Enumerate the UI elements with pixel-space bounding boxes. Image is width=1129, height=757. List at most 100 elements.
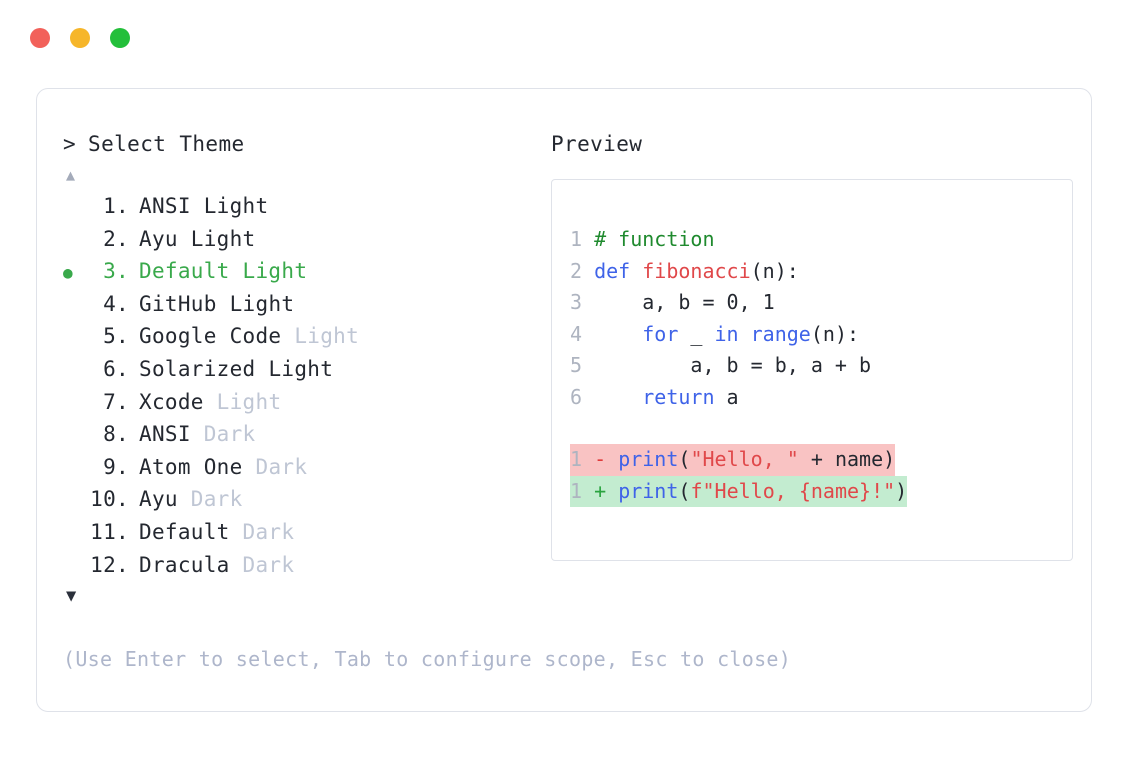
theme-list-item[interactable]: ● 9. Atom One Dark xyxy=(63,452,533,485)
theme-list-item[interactable]: ● 8. ANSI Dark xyxy=(63,419,533,452)
scroll-up-arrow-icon[interactable]: ▲ xyxy=(66,166,76,184)
theme-list-item[interactable]: ●10.Ayu Dark xyxy=(63,484,533,517)
code-token: for xyxy=(642,321,679,346)
theme-item-variant: Light xyxy=(190,226,256,251)
theme-item-variant: Light xyxy=(268,356,334,381)
code-line: 4 for _ in range(n): xyxy=(570,319,1072,351)
code-token: # function xyxy=(594,227,715,251)
diff-minus-marker-icon: - xyxy=(594,447,619,471)
theme-item-variant: Light xyxy=(216,389,282,414)
code-line: 6 return a xyxy=(570,382,1072,414)
code-line: 1 # function xyxy=(570,224,1072,256)
diff-line-number: 1 xyxy=(570,447,595,471)
theme-list-item[interactable]: ● 5. Google Code Light xyxy=(63,321,533,354)
theme-item-name: Solarized xyxy=(139,356,269,381)
code-token: f"Hello, {name}!" xyxy=(690,478,896,503)
code-token: in xyxy=(714,321,751,346)
maximize-window-button[interactable] xyxy=(110,28,130,48)
code-token: "Hello, " xyxy=(690,447,799,471)
code-line: 5 a, b = b, a + b xyxy=(570,350,1072,382)
code-token xyxy=(594,385,642,409)
code-line-number: 1 xyxy=(570,227,595,251)
code-token: _ xyxy=(678,321,715,346)
theme-list-item[interactable]: ●7.Xcode Light xyxy=(63,387,533,420)
preview-heading: Preview xyxy=(551,132,643,156)
theme-list-item[interactable]: ●6.Solarized Light xyxy=(63,354,533,387)
code-token: ) xyxy=(895,478,908,503)
diff-sample: 1 - print("Hello, " + name)1 + print(f"H… xyxy=(570,444,1072,507)
theme-item-index: 3. xyxy=(103,259,129,284)
close-window-button[interactable] xyxy=(30,28,50,48)
code-token: (n): xyxy=(810,321,860,346)
theme-item-index: 10. xyxy=(90,487,129,512)
diff-removed-line: 1 - print("Hello, " + name) xyxy=(570,444,896,476)
theme-item-index: 7. xyxy=(103,389,129,414)
code-token: fibonacci xyxy=(642,258,751,283)
theme-list-item[interactable]: ●11.Default Dark xyxy=(63,517,533,550)
scroll-down-arrow-icon[interactable]: ▼ xyxy=(66,586,77,607)
theme-item-variant: Light xyxy=(294,324,360,349)
theme-item-name: Google Code xyxy=(139,324,295,349)
selected-bullet-icon: ● xyxy=(63,420,85,452)
selected-bullet-icon: ● xyxy=(63,518,85,550)
selected-bullet-icon: ● xyxy=(63,453,85,485)
diff-line-number: 1 xyxy=(570,478,595,503)
theme-item-index: 11. xyxy=(90,519,129,544)
theme-list: ●1.ANSI Light●2.Ayu Light●3.Default Ligh… xyxy=(63,191,533,582)
theme-item-name: Ayu xyxy=(139,487,191,512)
code-token: def xyxy=(594,258,643,283)
window-titlebar xyxy=(30,28,130,48)
theme-selector-card: > Select Theme ▲ ●1.ANSI Light●2.Ayu Lig… xyxy=(36,88,1092,712)
theme-item-variant: Dark xyxy=(255,454,308,479)
theme-item-index: 4. xyxy=(103,291,129,316)
theme-item-variant: Light xyxy=(242,259,308,284)
theme-item-variant: Dark xyxy=(203,422,256,447)
code-token: print xyxy=(618,478,679,503)
theme-item-name: GitHub xyxy=(139,291,230,316)
minimize-window-button[interactable] xyxy=(70,28,90,48)
code-line-number: 3 xyxy=(570,290,595,314)
selected-bullet-icon: ● xyxy=(63,551,85,583)
theme-list-item[interactable]: ● 3. Default Light xyxy=(63,256,533,289)
theme-list-item[interactable]: ●2.Ayu Light xyxy=(63,224,533,257)
theme-item-variant: Dark xyxy=(242,552,295,577)
code-line-number: 4 xyxy=(570,321,595,346)
theme-list-item[interactable]: ●12.Dracula Dark xyxy=(63,550,533,583)
theme-item-name: Default xyxy=(139,259,243,284)
theme-item-variant: Light xyxy=(203,194,269,218)
diff-added-line: 1 + print(f"Hello, {name}!") xyxy=(570,475,908,507)
theme-item-variant: Light xyxy=(229,291,295,316)
theme-item-index: 5. xyxy=(103,324,129,349)
code-token: ( xyxy=(678,447,691,471)
selected-bullet-icon: ● xyxy=(63,192,85,224)
theme-list-item[interactable]: ●1.ANSI Light xyxy=(63,191,533,224)
theme-list-item[interactable]: ●4.GitHub Light xyxy=(63,289,533,322)
code-line: 3 a, b = 0, 1 xyxy=(570,287,1072,319)
code-line: 2 def fibonacci(n): xyxy=(570,256,1072,288)
theme-item-name: Atom One xyxy=(139,454,256,479)
diff-line-row: 1 + print(f"Hello, {name}!") xyxy=(570,475,1072,507)
code-token xyxy=(594,322,642,346)
code-token: print xyxy=(618,447,679,471)
page-title: Select Theme xyxy=(88,132,245,156)
theme-item-index: 2. xyxy=(103,226,129,251)
theme-item-index: 9. xyxy=(103,454,129,479)
selected-bullet-icon: ● xyxy=(63,322,85,354)
theme-item-name: ANSI xyxy=(139,422,204,447)
theme-item-index: 1. xyxy=(103,194,129,218)
selected-bullet-icon: ● xyxy=(63,263,73,283)
selected-bullet-icon: ● xyxy=(63,355,85,387)
selected-bullet-icon: ● xyxy=(63,388,85,420)
code-token: a, b = b, a + b xyxy=(594,353,872,377)
prompt-row: > Select Theme xyxy=(63,131,533,157)
diff-line-row: 1 - print("Hello, " + name) xyxy=(570,444,1072,476)
theme-item-variant: Dark xyxy=(242,519,295,544)
prompt-caret-icon: > xyxy=(63,132,77,156)
theme-item-index: 8. xyxy=(103,422,129,447)
code-token: ( xyxy=(678,478,691,503)
code-token: + name) xyxy=(798,447,896,471)
code-token: a xyxy=(714,384,739,409)
